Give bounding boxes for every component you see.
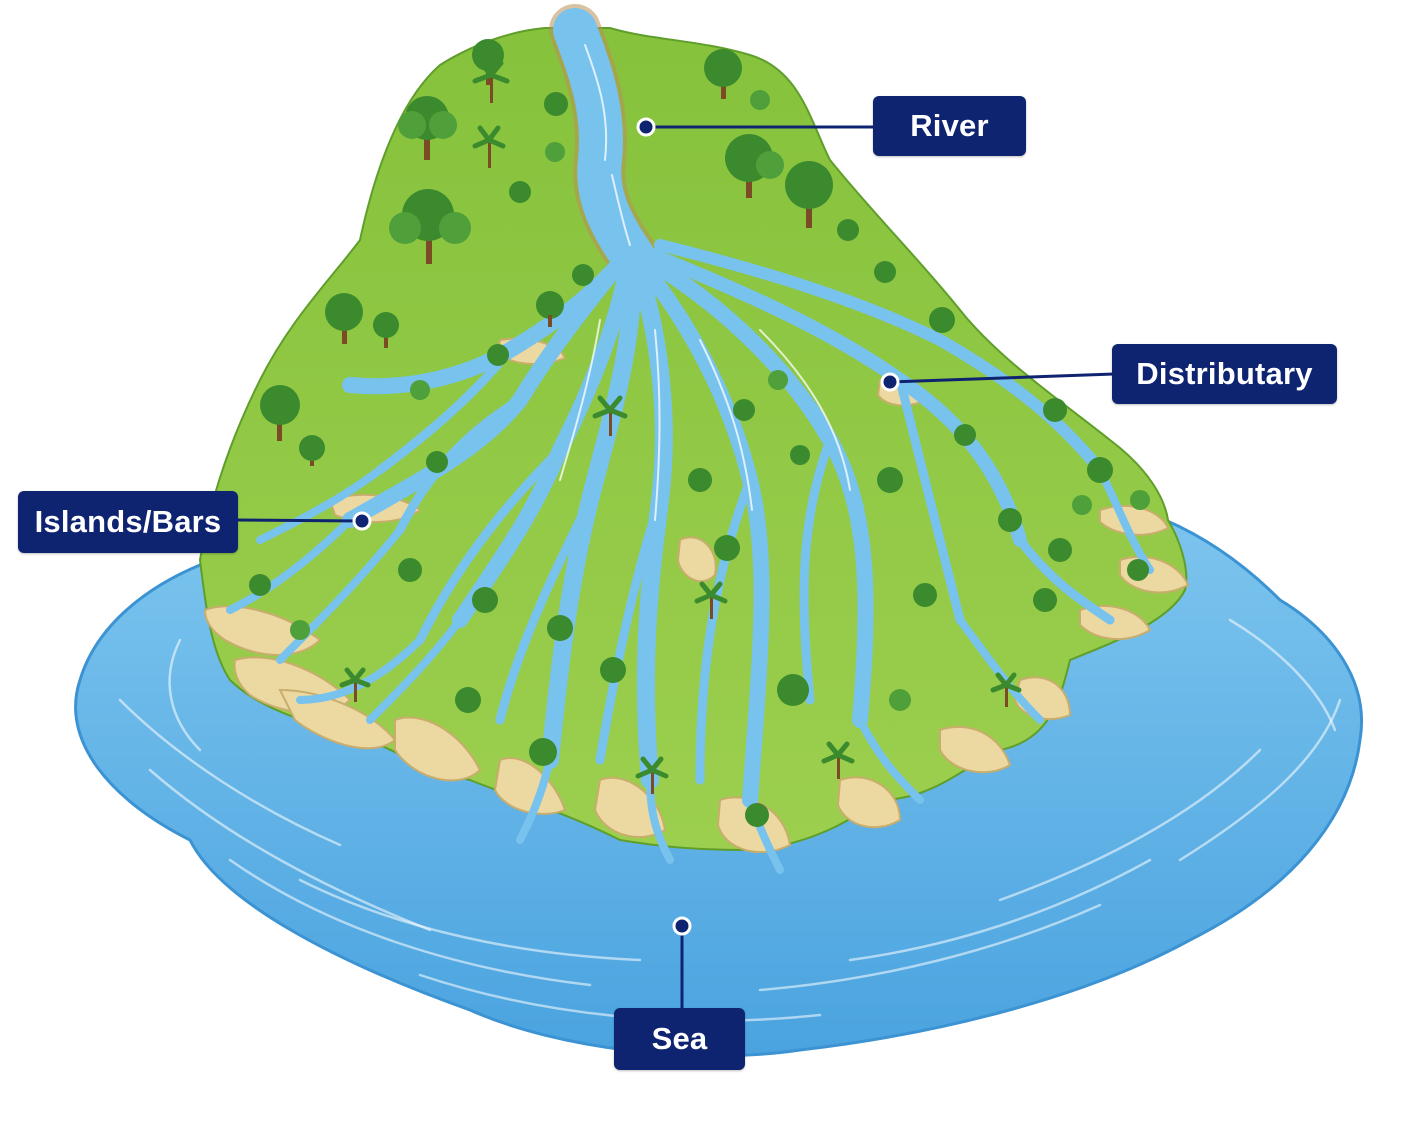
distributary-marker: [880, 372, 900, 392]
leader-markers: [352, 117, 900, 936]
river-marker: [636, 117, 656, 137]
distributary-label: Distributary: [1112, 344, 1337, 404]
islands-leader-line: [236, 518, 363, 523]
leader-lines: [236, 125, 1115, 1010]
trees: [249, 39, 1150, 827]
sea-label: Sea: [614, 1008, 745, 1070]
river-label: River: [873, 96, 1026, 156]
main-river: [553, 8, 657, 282]
tree-cluster: [249, 39, 1150, 827]
islands-bars-label: Islands/Bars: [18, 491, 238, 553]
distributary-leader-line: [889, 372, 1115, 384]
sea-marker: [672, 916, 692, 936]
islands-marker: [352, 511, 372, 531]
river-channels: [226, 4, 1154, 874]
